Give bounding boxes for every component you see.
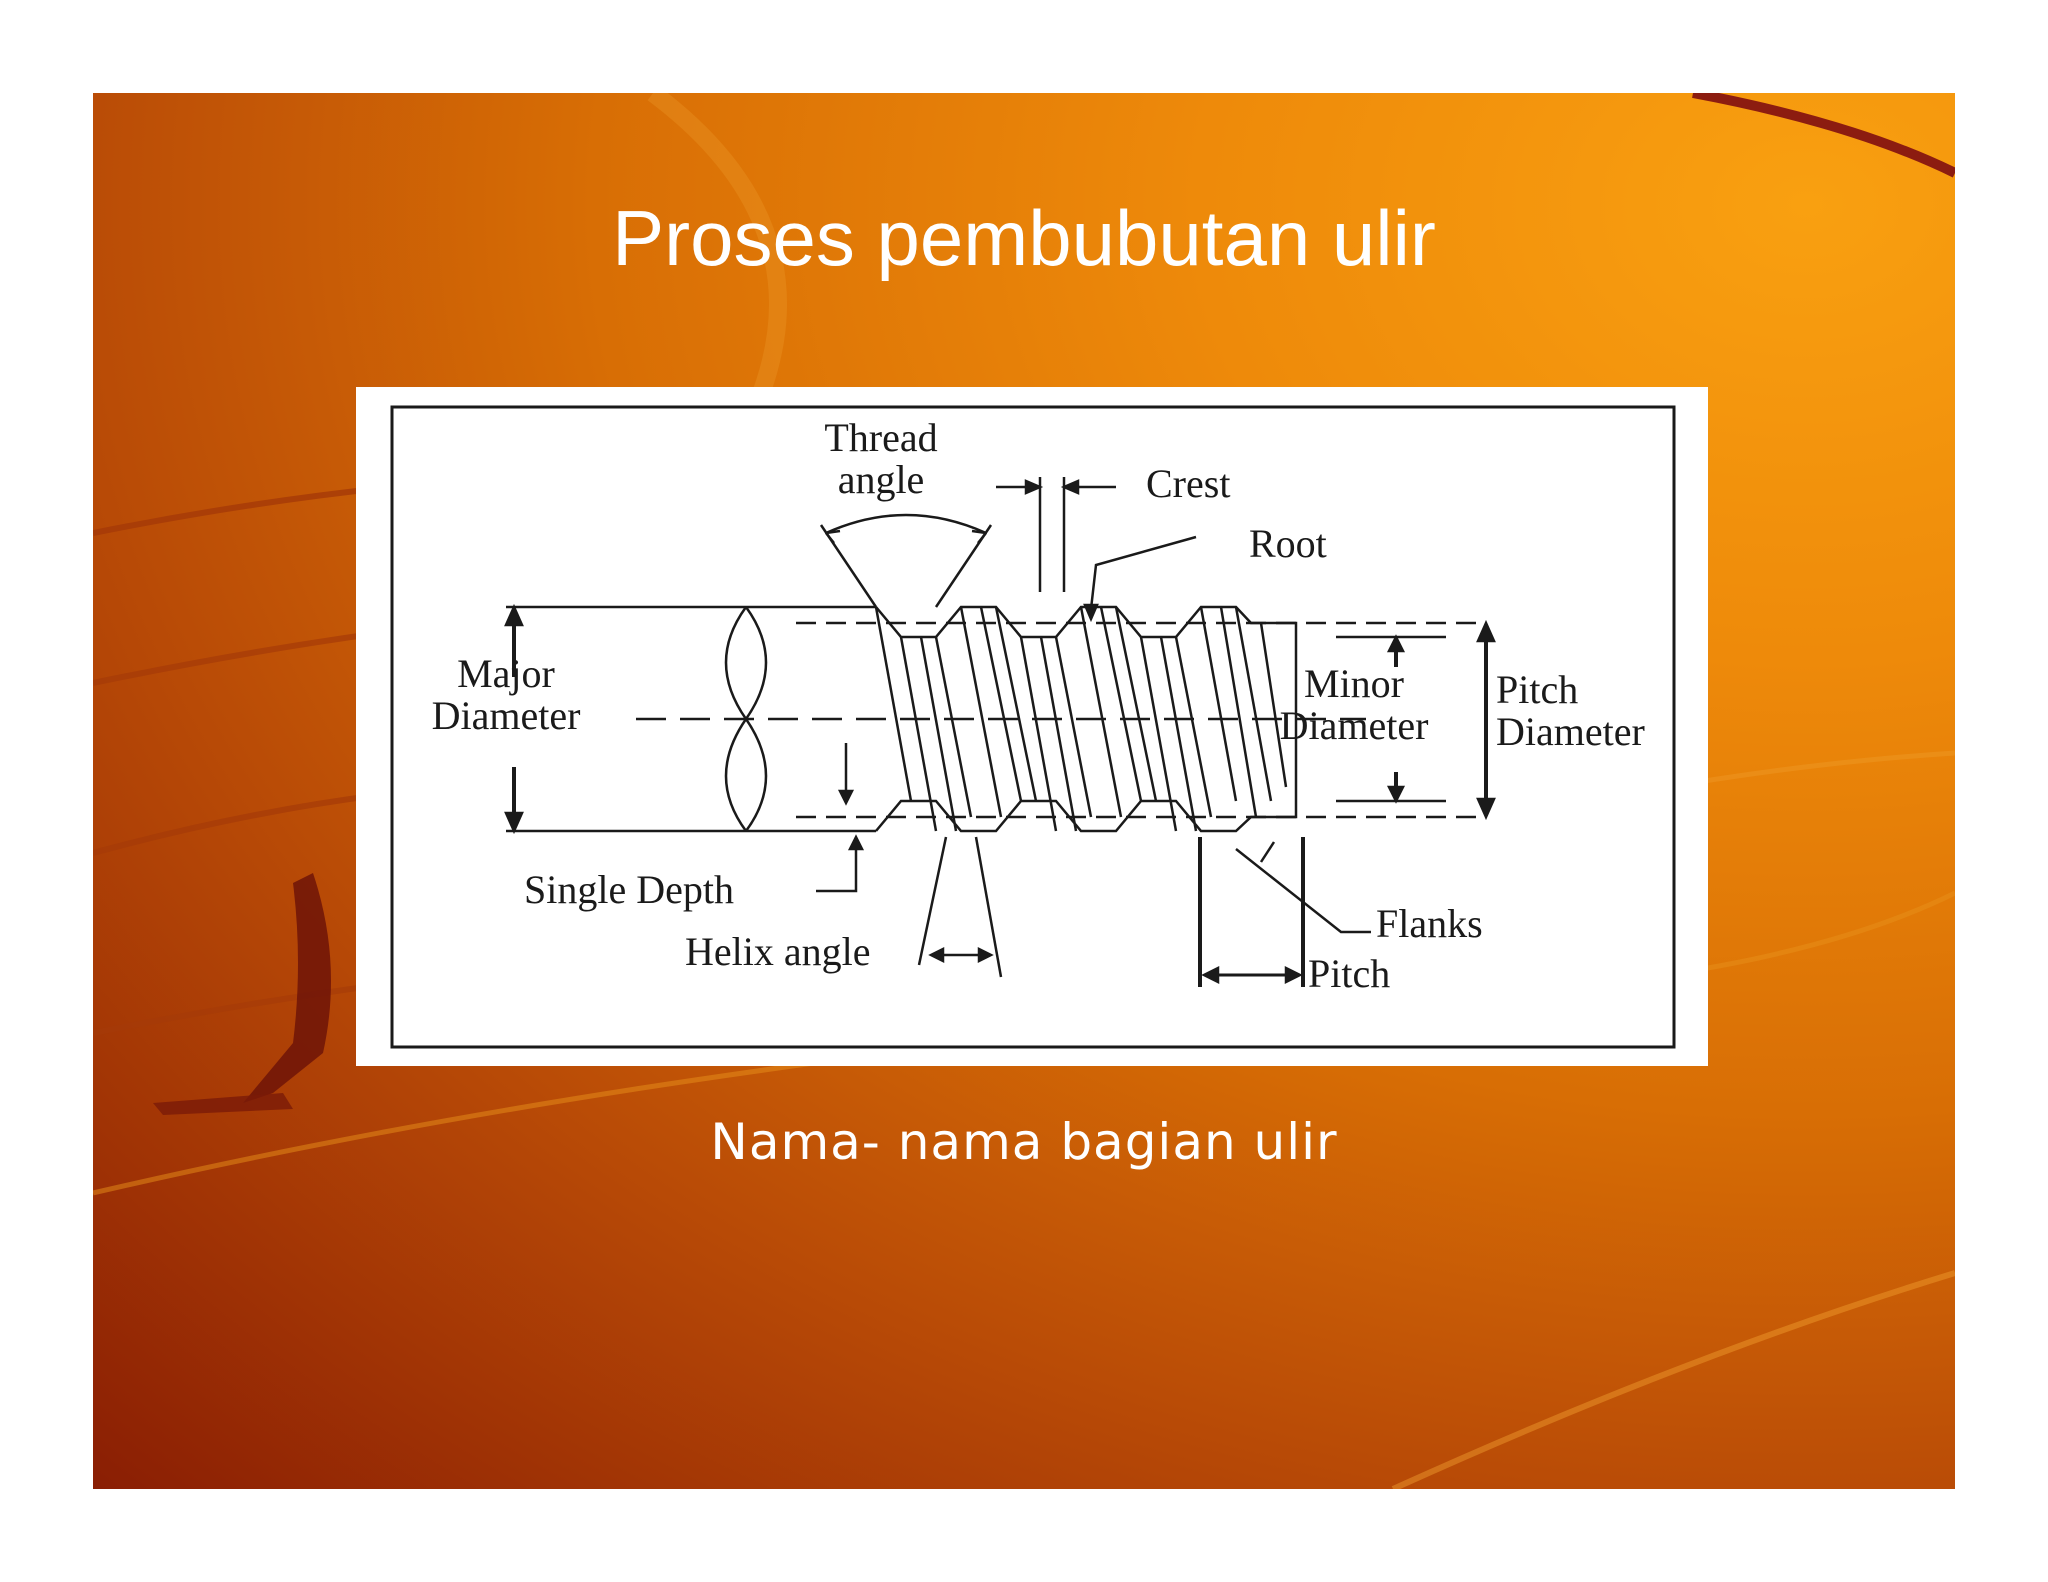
flanks-leader [1235, 848, 1371, 934]
label-thread: Thread [824, 415, 938, 460]
label-major-diameter: Diameter [431, 693, 581, 738]
label-minor: Minor [1304, 661, 1404, 706]
thread-diagram-figure: Thread angle Crest Root Major Diameter M… [356, 387, 1708, 1066]
slide-title: Proses pembubutan ulir [612, 194, 1436, 282]
label-flanks: Flanks [1376, 901, 1483, 946]
label-crest: Crest [1146, 461, 1231, 506]
label-pitch: Pitch [1496, 667, 1579, 712]
label-minor-diameter: Diameter [1279, 703, 1429, 748]
helix-angle-line-right [974, 836, 1003, 978]
thread-diagram [390, 405, 1676, 1049]
single-depth-arrow-up [816, 842, 858, 893]
label-single-depth: Single Depth [524, 867, 734, 912]
thread-profile [875, 605, 1298, 833]
label-major: Major [457, 651, 555, 696]
label-pitch-diameter: Diameter [1496, 709, 1645, 754]
slide: Proses pembubutan ulir [93, 93, 1955, 1489]
slide-caption: Nama- nama bagian ulir [710, 1113, 1338, 1171]
label-root: Root [1249, 521, 1327, 566]
label-helix-angle: Helix angle [685, 929, 871, 974]
label-angle: angle [837, 457, 925, 502]
root-leader [1089, 535, 1197, 610]
helix-angle-line-left [917, 836, 948, 966]
diagram-frame [390, 405, 1676, 1049]
break-line-right [744, 606, 768, 832]
thread-angle-arc [825, 513, 987, 535]
label-pitch-bottom: Pitch [1308, 951, 1391, 996]
